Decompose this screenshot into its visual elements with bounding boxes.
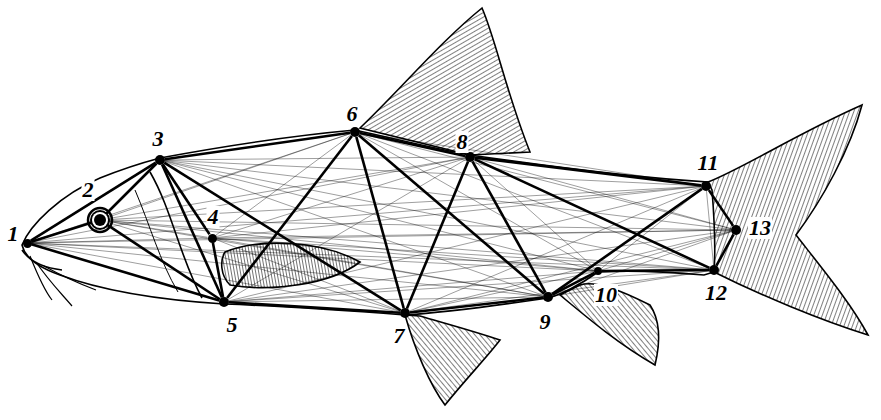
landmark-dot	[400, 308, 410, 318]
truss-line	[104, 164, 156, 216]
landmark-distance-line	[410, 271, 709, 313]
landmark-distance-line	[216, 238, 594, 270]
landmark-number: 12	[704, 282, 728, 304]
landmark-number: 1	[7, 223, 20, 245]
landmark-dot	[94, 214, 106, 226]
truss-line	[31, 222, 94, 242]
landmark-number: 4	[207, 206, 220, 228]
truss-line	[165, 133, 350, 160]
truss-line	[356, 137, 403, 308]
truss-line	[163, 164, 210, 234]
landmark-dot	[350, 127, 360, 137]
truss-line	[716, 234, 733, 265]
pelvic-fin	[405, 315, 500, 405]
truss-line	[475, 159, 710, 268]
truss-line	[31, 244, 219, 300]
landmark-distance-line	[410, 272, 594, 312]
landmark-number: 3	[152, 128, 165, 150]
truss-line	[227, 136, 352, 298]
dorsal-fin	[360, 8, 530, 155]
truss-line	[359, 135, 544, 294]
barbel	[30, 256, 52, 300]
truss-line	[31, 163, 156, 241]
landmark-dot	[701, 181, 711, 191]
landmark-distance-line	[410, 231, 731, 312]
landmark-number: 7	[393, 325, 406, 347]
anal-fin	[560, 284, 659, 365]
landmark-dot	[543, 292, 553, 302]
truss-line	[552, 273, 594, 295]
landmark-dot	[155, 155, 165, 165]
truss-line	[229, 302, 400, 312]
landmark-dot	[594, 267, 602, 275]
landmark-distance-line	[216, 238, 709, 269]
truss-line	[162, 165, 222, 298]
landmark-dot	[23, 239, 32, 248]
truss-line	[213, 242, 223, 297]
landmark-number: 8	[456, 131, 469, 153]
truss-line	[164, 163, 401, 311]
truss-line	[602, 269, 709, 273]
truss-line	[472, 161, 545, 292]
truss-line	[552, 189, 702, 294]
landmark-distance-line	[165, 162, 544, 296]
landmark-distance-line	[474, 160, 595, 268]
landmark-dot	[208, 234, 217, 243]
landmark-distance-line	[360, 133, 731, 229]
barbel	[36, 262, 72, 306]
landmark-distance-line	[228, 160, 465, 300]
landmark-distance-line	[229, 231, 731, 302]
truss-line	[475, 158, 701, 186]
landmark-dot	[465, 152, 475, 162]
landmark-distance-line	[360, 134, 710, 268]
fish-outline	[22, 8, 868, 405]
landmark-number: 9	[539, 311, 552, 333]
fish-body	[22, 130, 715, 315]
truss-line	[410, 298, 543, 313]
barbel	[44, 266, 96, 290]
landmark-distance-line	[165, 161, 731, 230]
landmark-distance-line	[602, 231, 731, 269]
landmark-number: 10	[594, 284, 618, 306]
landmark-distance-line	[706, 191, 713, 265]
landmark-number: 11	[697, 152, 720, 174]
landmark-number: 13	[748, 217, 772, 239]
truss-line	[407, 162, 468, 309]
tail-fin	[708, 105, 868, 335]
truss-line	[105, 223, 220, 299]
truss-line	[709, 190, 733, 226]
landmark-distance-line	[165, 157, 465, 160]
landmark-dot	[731, 225, 741, 235]
truss-line	[360, 133, 465, 156]
landmark-number: 2	[82, 179, 95, 201]
landmark-number: 5	[226, 314, 239, 336]
landmark-distance-line	[553, 271, 709, 296]
landmark-distance-line	[359, 134, 594, 269]
landmark-number: 6	[346, 103, 359, 125]
landmark-dot	[709, 265, 719, 275]
landmark-distance-line	[216, 158, 465, 236]
landmark-dot	[219, 297, 229, 307]
